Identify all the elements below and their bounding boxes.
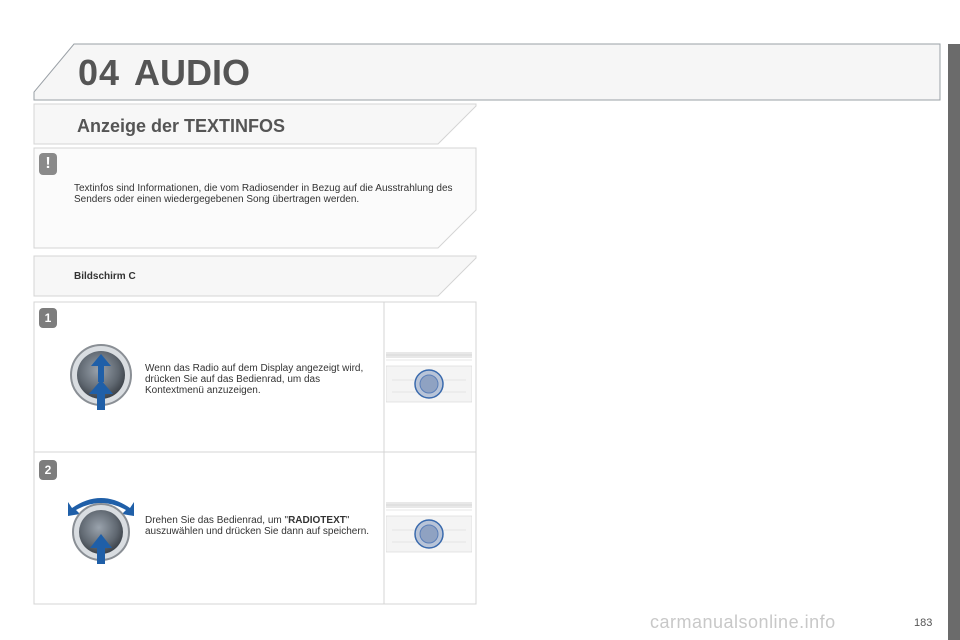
watermark-logo: carmanualsonline.info [650,612,836,632]
knob-rotate-icon [68,498,134,564]
step2-text: Drehen Sie das Bedienrad, um "RADIOTEXT"… [145,515,377,537]
arrow-up-icon [89,380,113,410]
step1-text: Wenn das Radio auf dem Display angezeigt… [145,363,364,396]
radio-panel-image [386,352,472,403]
arrow-up-icon [90,534,112,564]
step-number-1: 1 [39,308,57,328]
step2-text-after: " auszuwählen und drücken Sie dann auf s… [145,515,370,537]
note-text: Textinfos sind Informationen, die vom Ra… [74,183,453,205]
subheading-frame [33,255,477,297]
note-frame [33,147,477,249]
section-title: Anzeige der TEXTINFOS [77,116,286,136]
subheading: Bildschirm C [74,271,136,282]
radio-panel-image [386,502,472,553]
exclamation-icon: ! [39,153,57,175]
header-frame [33,43,941,101]
step2-highlight: RADIOTEXT [288,515,346,526]
rotate-arrow-icon [68,498,134,516]
step-number-2: 2 [39,460,57,480]
step2-text-before: Drehen Sie das Bedienrad, um " [145,515,289,526]
page-number: 183 [914,617,933,629]
side-strip [948,44,960,640]
knob-press-icon [70,344,132,410]
chapter-number: 04 [78,52,121,93]
section-title-frame [33,103,477,145]
chapter-title: AUDIO [134,52,250,93]
